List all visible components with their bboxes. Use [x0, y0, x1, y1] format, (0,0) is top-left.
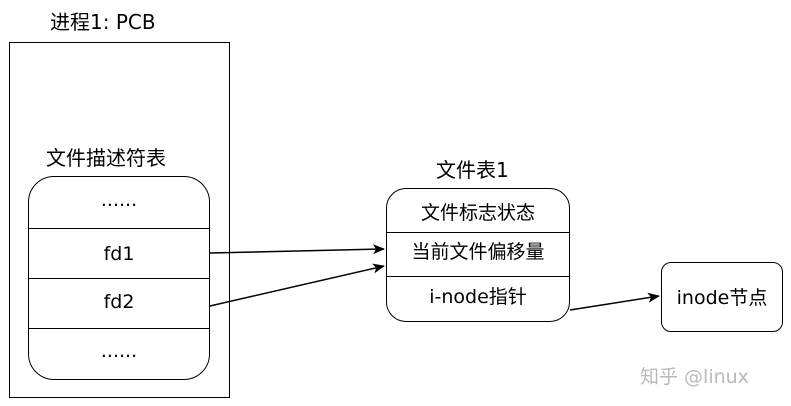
- fd-table-row-fd2: fd2: [103, 291, 135, 313]
- arrow-fd2-to-offset: [209, 263, 385, 307]
- process-title: 进程1: PCB: [50, 10, 156, 34]
- fd-table-divider: [29, 228, 209, 229]
- fd-table-row: ......: [100, 340, 138, 362]
- file-table: 文件标志状态 当前文件偏移量 i-node指针: [386, 188, 570, 322]
- file-table-title: 文件表1: [436, 158, 509, 182]
- inode-label: inode节点: [676, 287, 768, 309]
- file-table-divider: [387, 276, 569, 277]
- fd-table: ...... fd1 fd2 ......: [28, 176, 210, 380]
- fd-table-row: ......: [100, 189, 138, 211]
- arrow-inode-pointer-to-inode: [569, 292, 660, 311]
- inode-node: inode节点: [661, 262, 783, 332]
- fd-table-title: 文件描述符表: [46, 146, 166, 170]
- fd-table-divider: [29, 278, 209, 279]
- file-table-row-flags: 文件标志状态: [420, 202, 535, 224]
- watermark: 知乎 @linux: [640, 366, 749, 388]
- file-table-row-offset: 当前文件偏移量: [411, 241, 545, 263]
- fd-table-divider: [29, 328, 209, 329]
- fd-table-row-fd1: fd1: [103, 243, 135, 265]
- process-pcb-box: [9, 42, 230, 398]
- file-table-divider: [387, 232, 569, 233]
- file-table-row-inode-pointer: i-node指针: [429, 286, 527, 308]
- arrow-fd1-to-offset: [209, 244, 385, 255]
